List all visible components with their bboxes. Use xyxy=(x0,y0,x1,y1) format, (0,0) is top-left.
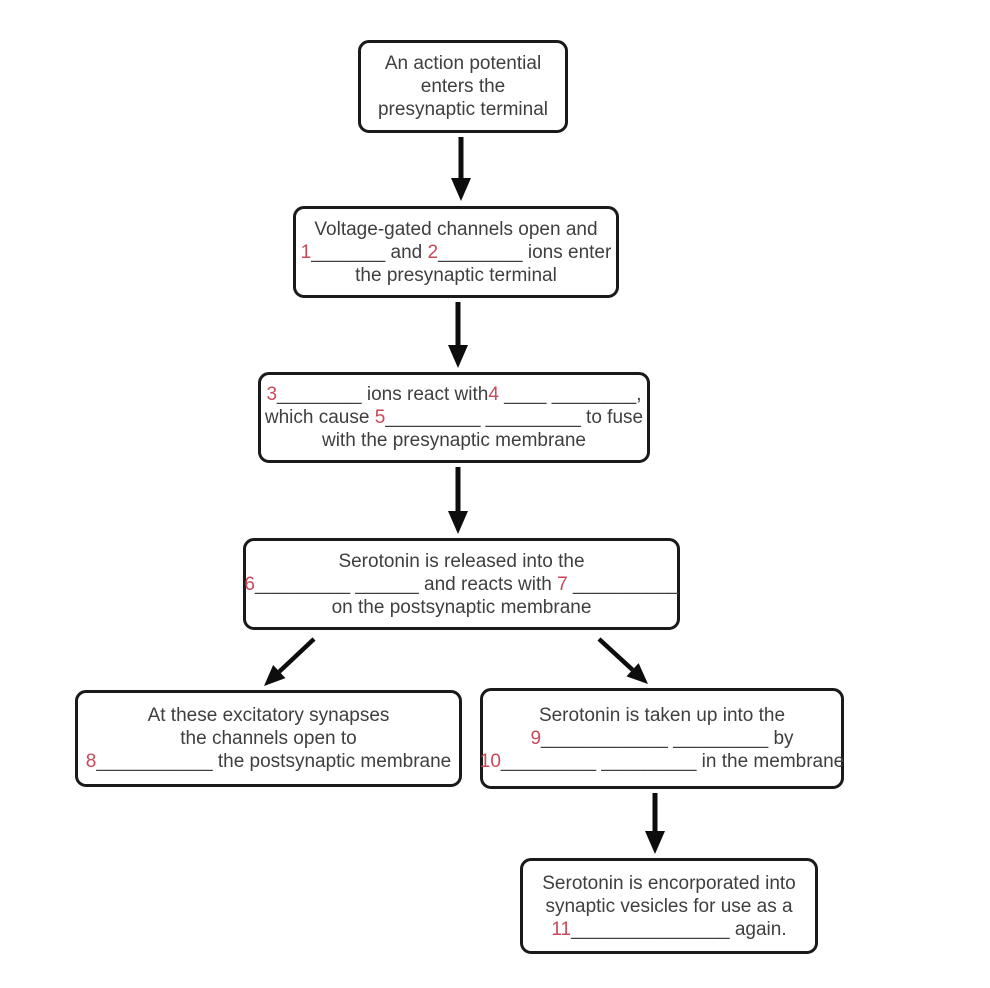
flow-box-line: Serotonin is taken up into the xyxy=(539,704,785,727)
flow-box-line: 9____________ _________ by xyxy=(530,727,793,750)
blank-number: 5 xyxy=(374,407,386,428)
blank-number: 6 xyxy=(244,573,255,595)
line-text: the channels open to xyxy=(180,728,357,749)
line-text: Serotonin is taken up into the xyxy=(538,705,786,726)
line-text: At these excitatory synapses xyxy=(147,705,390,726)
line-text: which cause xyxy=(264,407,375,428)
blank-number: 7 xyxy=(557,573,568,595)
line-text: ________ ions enter xyxy=(438,241,612,263)
line-text: on the postsynaptic membrane xyxy=(331,596,592,618)
flow-box-line: with the presynaptic membrane xyxy=(322,429,586,452)
line-text: _________ ______ and reacts with xyxy=(254,573,558,595)
line-text: Serotonin is encorporated into xyxy=(542,872,796,894)
line-text: ___________ the postsynaptic membrane xyxy=(96,751,452,772)
line-text: An action potential xyxy=(384,53,542,74)
flow-box-line: the channels open to xyxy=(180,727,356,750)
line-text: presynaptic terminal xyxy=(377,99,549,120)
flow-box-line: on the postsynaptic membrane xyxy=(332,596,592,619)
line-text: ____________ _________ by xyxy=(541,728,794,749)
line-text: ________ ions react with xyxy=(277,384,489,405)
line-text: the presynaptic terminal xyxy=(355,264,557,286)
blank-number: 9 xyxy=(530,728,542,749)
arrow-2-to-3 xyxy=(448,302,468,368)
blank-number: 10 xyxy=(479,751,501,772)
flow-box-line: 1_______ and 2________ ions enter xyxy=(301,241,612,264)
flow-box-line: presynaptic terminal xyxy=(378,98,548,121)
flow-box-line: Voltage-gated channels open and xyxy=(314,218,597,241)
arrow-1-to-2 xyxy=(451,137,471,201)
flow-box-line: 8___________ the postsynaptic membrane xyxy=(86,750,452,773)
flow-box-line: 10_________ _________ in the membrane xyxy=(480,750,844,773)
line-text: _________ _________ to fuse xyxy=(385,407,644,428)
arrow-4-to-left xyxy=(264,637,316,686)
line-text: synaptic vesicles for use as a xyxy=(545,895,793,917)
line-text: __________ xyxy=(567,573,679,595)
line-text: Voltage-gated channels open and xyxy=(314,218,598,240)
flow-box-line: enters the xyxy=(421,75,506,98)
flow-box-line: synaptic vesicles for use as a xyxy=(545,895,792,918)
line-text: _______________ again. xyxy=(571,918,787,940)
line-text: ____ ________, xyxy=(498,384,642,405)
flow-box-line: Serotonin is encorporated into xyxy=(542,872,796,895)
flow-box-line: 11_______________ again. xyxy=(551,918,786,941)
blank-number: 2 xyxy=(427,241,439,263)
arrow-3-to-4 xyxy=(448,467,468,534)
blank-number: 8 xyxy=(85,751,97,772)
flow-box-line: 3________ ions react with4 ____ ________… xyxy=(266,383,641,406)
blank-number: 11 xyxy=(551,918,572,940)
line-text: _________ _________ in the membrane xyxy=(500,751,845,772)
line-text: with the presynaptic membrane xyxy=(321,430,586,451)
arrow-4-to-right xyxy=(597,637,648,684)
line-text: _______ and xyxy=(311,241,428,263)
flow-box-line: Serotonin is released into the xyxy=(338,550,584,573)
blank-number: 4 xyxy=(488,384,499,405)
line-text: Serotonin is released into the xyxy=(338,550,585,572)
flow-box-line: An action potential xyxy=(385,52,541,75)
flow-box-ions-react: 3________ ions react with4 ____ ________… xyxy=(258,372,650,463)
flow-box-line: 6_________ ______ and reacts with 7 ____… xyxy=(244,573,678,596)
arrow-6-to-7 xyxy=(645,793,665,854)
line-text: enters the xyxy=(420,76,506,97)
flow-box-line: At these excitatory synapses xyxy=(148,704,390,727)
flow-box-line: which cause 5_________ _________ to fuse xyxy=(265,406,643,429)
flow-box-line: the presynaptic terminal xyxy=(355,264,557,287)
blank-number: 1 xyxy=(300,241,312,263)
blank-number: 3 xyxy=(266,384,278,405)
